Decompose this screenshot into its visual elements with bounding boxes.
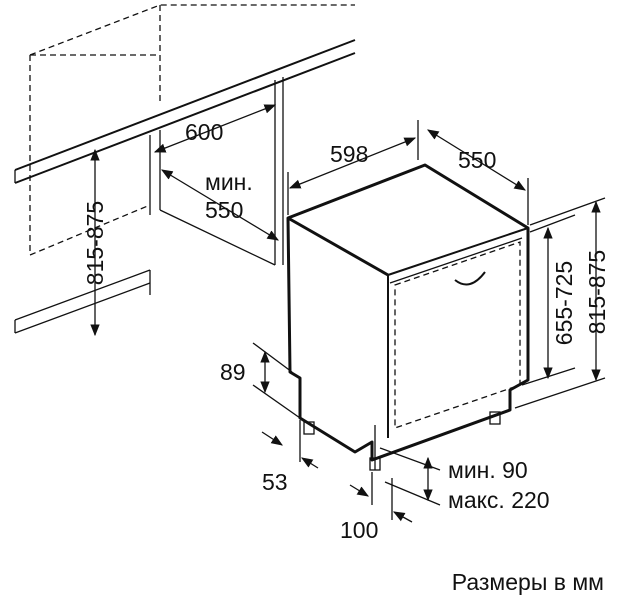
niche-width-label: 600 (185, 119, 223, 145)
dishwasher-body (286, 163, 530, 471)
niche-height-label: 815-875 (82, 201, 108, 285)
plinth-height-dimension (252, 342, 301, 419)
appliance-width-label: 598 (330, 141, 368, 167)
appliance-width-dimension (287, 120, 419, 215)
door-height-label: 655-725 (551, 261, 577, 345)
toe-kick-max-label: макс. 220 (448, 487, 550, 513)
door-height-dimension (521, 214, 576, 386)
units-note: Размеры в мм (452, 569, 604, 595)
appliance-depth-label: 550 (458, 147, 496, 173)
appliance-height-label: 815-875 (584, 250, 610, 334)
plinth-setback-dimension (261, 420, 319, 469)
niche-depth-min-label: мин. (205, 169, 253, 195)
toe-kick-dimension (374, 425, 441, 506)
toe-kick-min-label: мин. 90 (448, 457, 528, 483)
foot-offset-label: 100 (340, 517, 378, 543)
plinth-height-label: 89 (220, 359, 246, 385)
foot-offset-dimension (349, 472, 413, 523)
niche-depth-min-value: 550 (205, 197, 243, 223)
plinth-setback-label: 53 (262, 469, 288, 495)
niche-width-dimension (153, 104, 277, 153)
appliance-height-dimension (514, 197, 606, 409)
appliance-depth-dimension (427, 129, 529, 225)
cabinet-niche (14, 4, 356, 334)
niche-depth-dimension (160, 169, 280, 241)
